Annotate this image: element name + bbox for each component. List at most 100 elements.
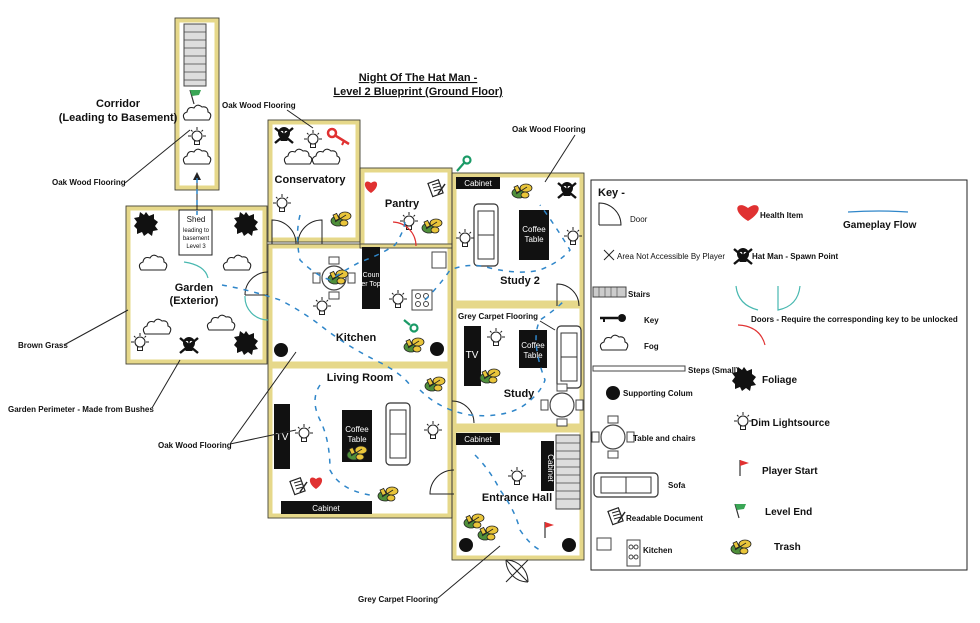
shed-line: basement — [183, 236, 210, 242]
annotation-grey-study: Grey Carpet Flooring — [458, 312, 538, 321]
trash-icon — [421, 218, 443, 234]
lamp-icon — [303, 129, 323, 149]
fog-icon — [142, 318, 172, 335]
legend-sofa: Sofa — [668, 481, 686, 490]
sink-icon — [431, 251, 447, 269]
trash-icon — [403, 337, 425, 353]
cabinet — [456, 433, 500, 445]
annotation-oak-living: Oak Wood Flooring — [158, 441, 232, 450]
counter-top-label: Coun — [363, 272, 380, 279]
foliage-icon — [234, 331, 258, 355]
study2-room: Cabinet Coffee Table Study 2 — [455, 155, 583, 307]
lamp-icon — [507, 466, 527, 486]
trash-icon — [424, 376, 446, 392]
lamp-icon — [294, 423, 314, 443]
column-icon — [274, 343, 288, 357]
shed-line: leading to — [183, 228, 210, 234]
stairs-icon — [555, 434, 581, 510]
trash-icon — [377, 486, 399, 502]
title-line-1: Night Of The Hat Man - — [359, 72, 478, 84]
locked-door-icon-red — [737, 324, 766, 346]
skull-icon — [273, 125, 295, 145]
locked-door-icon — [735, 285, 759, 311]
tv — [464, 326, 481, 386]
kitchen-icon — [596, 537, 641, 567]
door-icon — [598, 202, 622, 226]
garden-room: Shed leading to basement Level 3 Garden … — [130, 209, 269, 355]
annotation-brown-grass: Brown Grass — [18, 341, 68, 350]
legend-stairs: Stairs — [628, 290, 651, 299]
cabinet-label: Cabinet — [464, 435, 492, 444]
shed-line: Level 3 — [186, 244, 206, 250]
key-icon — [600, 314, 626, 322]
document-icon — [289, 476, 308, 496]
fog-icon — [206, 314, 236, 331]
garden-label: Garden — [175, 282, 214, 294]
locked-door-icon — [183, 261, 209, 279]
sofa-icon — [593, 472, 659, 498]
cabinet — [456, 177, 500, 189]
legend: Key - Door Health Item Gameplay Flow Are… — [590, 179, 968, 571]
trash-icon — [330, 211, 352, 227]
living-room-label: Living Room — [327, 372, 394, 384]
steps-icon — [592, 365, 686, 372]
legend-no-access: Area Not Accessible By Player — [617, 252, 725, 261]
coffee-table-label: Coffee — [521, 341, 545, 350]
title-line-2: Level 2 Blueprint (Ground Floor) — [333, 86, 503, 98]
skull-icon — [178, 335, 200, 355]
door-icon — [451, 400, 475, 424]
legend-key: Key — [644, 316, 659, 325]
lamp-icon — [130, 332, 150, 352]
annotation-grey-entrance: Grey Carpet Flooring — [358, 595, 438, 604]
coffee-table — [519, 330, 547, 368]
cabinet — [281, 501, 372, 514]
living-room: Living Room TV Coffee Table Cabinet — [274, 372, 446, 514]
legend-document: Readable Document — [626, 514, 703, 523]
legend-locked-doors: Doors - Require the corresponding key to… — [751, 315, 958, 324]
fog-icon — [182, 148, 212, 165]
locked-door-icon — [392, 221, 417, 247]
legend-column: Supporting Colum — [623, 389, 693, 398]
fog-icon — [283, 148, 313, 165]
trash-icon — [477, 525, 499, 541]
coffee-table-label: Table — [524, 235, 544, 244]
annotation-oak-study2: Oak Wood Flooring — [512, 125, 586, 134]
legend-kitchen: Kitchen — [643, 546, 672, 555]
study2-label: Study 2 — [500, 275, 540, 287]
fog-icon — [182, 104, 212, 121]
sofa-icon — [385, 402, 411, 466]
lamp-icon — [272, 193, 292, 213]
conservatory-label: Conservatory — [275, 174, 347, 186]
annotations: Oak Wood Flooring Oak Wood Flooring Oak … — [8, 101, 586, 604]
lamp-icon — [423, 420, 443, 440]
key-icon-green — [456, 155, 472, 172]
corridor-label: Corridor — [96, 98, 141, 110]
coffee-table-label: Coffee — [345, 425, 369, 434]
cabinet-label: Cabinet — [546, 454, 555, 482]
legend-door: Door — [630, 215, 648, 224]
kitchen-label: Kitchen — [336, 332, 377, 344]
fog-icon — [222, 254, 252, 271]
sofa-icon — [556, 325, 582, 389]
stove-icon — [411, 289, 433, 311]
lamp-icon — [187, 126, 207, 146]
lamp-icon — [563, 226, 583, 246]
legend-foliage: Foliage — [762, 375, 797, 386]
locked-door-icon — [777, 285, 801, 311]
fog-icon — [311, 148, 341, 165]
fog-icon — [138, 254, 168, 271]
door-icon — [429, 469, 455, 495]
study-room: TV Coffee Table Study — [451, 325, 584, 427]
lamp-icon — [486, 327, 506, 347]
door-icon — [244, 271, 269, 296]
cabinet-label: Cabinet — [312, 504, 340, 513]
legend-hatman: Hat Man - Spawn Point — [752, 252, 839, 261]
counter-top-label: er Top — [361, 281, 380, 288]
gameplay-flow — [196, 178, 571, 551]
pantry-label: Pantry — [385, 198, 420, 210]
corridor-sublabel: (Leading to Basement) — [59, 112, 178, 124]
flow-icon — [847, 210, 909, 213]
corridor-room: Corridor (Leading to Basement) — [59, 23, 212, 210]
conservatory-room: Conservatory — [271, 125, 352, 245]
column-icon — [606, 386, 620, 400]
